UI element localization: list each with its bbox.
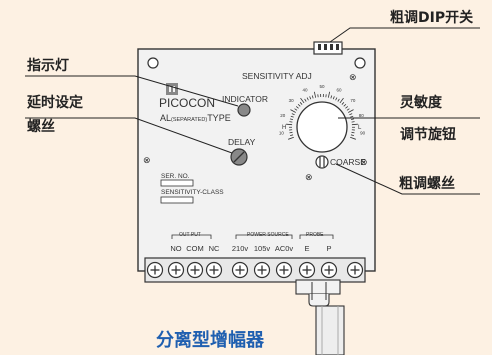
- indicator-light: [237, 103, 251, 117]
- terminal-label-ac0v: AC0v: [275, 244, 294, 253]
- type-prefix: AL: [160, 113, 171, 123]
- dial-tick: [341, 102, 345, 105]
- dial-number: 50: [319, 84, 325, 89]
- dial-tick: [337, 98, 340, 102]
- terminal-label-p: P: [326, 244, 331, 253]
- dial-tick: [294, 108, 298, 111]
- dial-tick: [346, 108, 350, 111]
- brand-name: PICOCON: [159, 96, 215, 110]
- dial-h: H: [282, 125, 286, 131]
- dial-tick: [348, 109, 354, 113]
- sensitivity-knob[interactable]: [296, 101, 348, 153]
- dial-number: 30: [289, 98, 295, 103]
- dial-tick: [335, 97, 338, 101]
- dial-number: 10: [279, 131, 285, 136]
- dip-switch[interactable]: [313, 41, 343, 55]
- dial-tick: [306, 97, 309, 101]
- delay-screw-slot: [233, 151, 245, 163]
- callout-lines: [25, 27, 480, 195]
- dial-tick: [295, 106, 299, 109]
- type-suffix: TYPE: [207, 113, 231, 123]
- terminal-label-105v: 105v: [254, 244, 271, 253]
- dial-tick: [297, 103, 301, 107]
- dial-number: 40: [303, 88, 309, 93]
- dial-tick: [291, 113, 295, 116]
- type-sub: (SEPARATED): [171, 117, 207, 123]
- dial-tick: [330, 95, 333, 99]
- probe-cable: [295, 279, 345, 355]
- dial-tick: [350, 115, 354, 118]
- group-power-label: POWER SOURCE: [247, 232, 289, 238]
- callout-coarse-dip-switch: 粗调DIP开关: [390, 9, 473, 26]
- dial-tick: [350, 134, 354, 136]
- dial-number: 60: [336, 88, 342, 93]
- mount-hole-top-right: [354, 57, 366, 69]
- brand-logo: [166, 83, 178, 95]
- dial-tick: [343, 103, 347, 107]
- caption: 分离型增幅器: [156, 329, 265, 351]
- ser-no-plate: [160, 179, 194, 187]
- dial-tick: [289, 131, 293, 134]
- dial-tick: [350, 136, 356, 140]
- indicator-label: INDICATOR: [222, 94, 268, 104]
- dial-number: 70: [350, 98, 356, 103]
- dial-scale: 10 20 30 40 50 60 70 80 90: [279, 84, 366, 140]
- svg-text:AL(SEPARATED)TYPE: AL(SEPARATED)TYPE: [160, 113, 231, 123]
- svg-text:⊗: ⊗: [143, 155, 151, 165]
- callout-sensitivity-knob-line2: 调节旋钮: [400, 126, 456, 143]
- dial-tick: [311, 95, 314, 99]
- logo-mark: [166, 83, 178, 95]
- dial-tick: [345, 106, 349, 109]
- sensitivity-adj-label: SENSITIVITY ADJ: [242, 71, 312, 81]
- svg-text:⊗: ⊗: [305, 172, 313, 182]
- dial-tick: [289, 118, 294, 121]
- coarse-screw[interactable]: [315, 155, 329, 169]
- dial-tick: [304, 98, 307, 102]
- ser-no-label: SER. NO.: [161, 173, 190, 180]
- terminal-label-210v: 210v: [232, 244, 249, 253]
- dial-tick: [313, 91, 317, 98]
- dial-l: L: [358, 125, 362, 131]
- coarse-label: COARSE: [330, 157, 366, 167]
- terminal-label-nc: NC: [209, 244, 220, 253]
- dial-tick: [327, 91, 331, 98]
- sensitivity-class-label: SENSITIVITY-CLASS: [161, 189, 224, 196]
- callout-sensitivity-knob-line1: 灵敏度: [400, 94, 443, 111]
- dial-number: 80: [359, 113, 365, 118]
- dial-tick: [288, 136, 294, 140]
- callout-indicator-light: 指示灯: [27, 57, 69, 74]
- dial-tick: [339, 97, 344, 104]
- sensitivity-class-plate: [160, 196, 194, 204]
- terminal-label-no: NO: [170, 244, 181, 253]
- terminal-label-com: COM: [186, 244, 204, 253]
- dial-tick: [349, 113, 353, 116]
- svg-text:⊗: ⊗: [360, 157, 368, 167]
- terminal-label-e: E: [304, 244, 309, 253]
- callout-coarse-screw: 粗调螺丝: [399, 175, 455, 192]
- terminal-strip: [144, 257, 366, 283]
- terminal-groups: [171, 234, 334, 239]
- callout-delay-screw-line1: 延时设定: [26, 94, 83, 111]
- dial-number: 90: [360, 131, 366, 136]
- dial-tick: [350, 118, 355, 121]
- delay-label: DELAY: [228, 137, 256, 147]
- dial-tick: [290, 134, 294, 136]
- dial-number: 20: [280, 113, 286, 118]
- dial-tick: [332, 96, 335, 100]
- dial-tick: [299, 102, 303, 105]
- dial-tick: [290, 115, 294, 118]
- dial-tick: [300, 97, 305, 104]
- callout-delay-screw-line2: 螺丝: [27, 118, 55, 135]
- svg-text:⊗: ⊗: [349, 72, 357, 82]
- dial-tick: [309, 96, 312, 100]
- mount-hole-top-left: [147, 57, 159, 69]
- dial-tick: [351, 131, 355, 134]
- group-output-label: OUT PUT: [179, 232, 201, 238]
- group-probe-label: PROBE: [306, 232, 324, 238]
- dial-tick: [290, 109, 296, 113]
- sensitivity-dial[interactable]: 10 20 30 40 50 60 70 80 90: [279, 84, 366, 153]
